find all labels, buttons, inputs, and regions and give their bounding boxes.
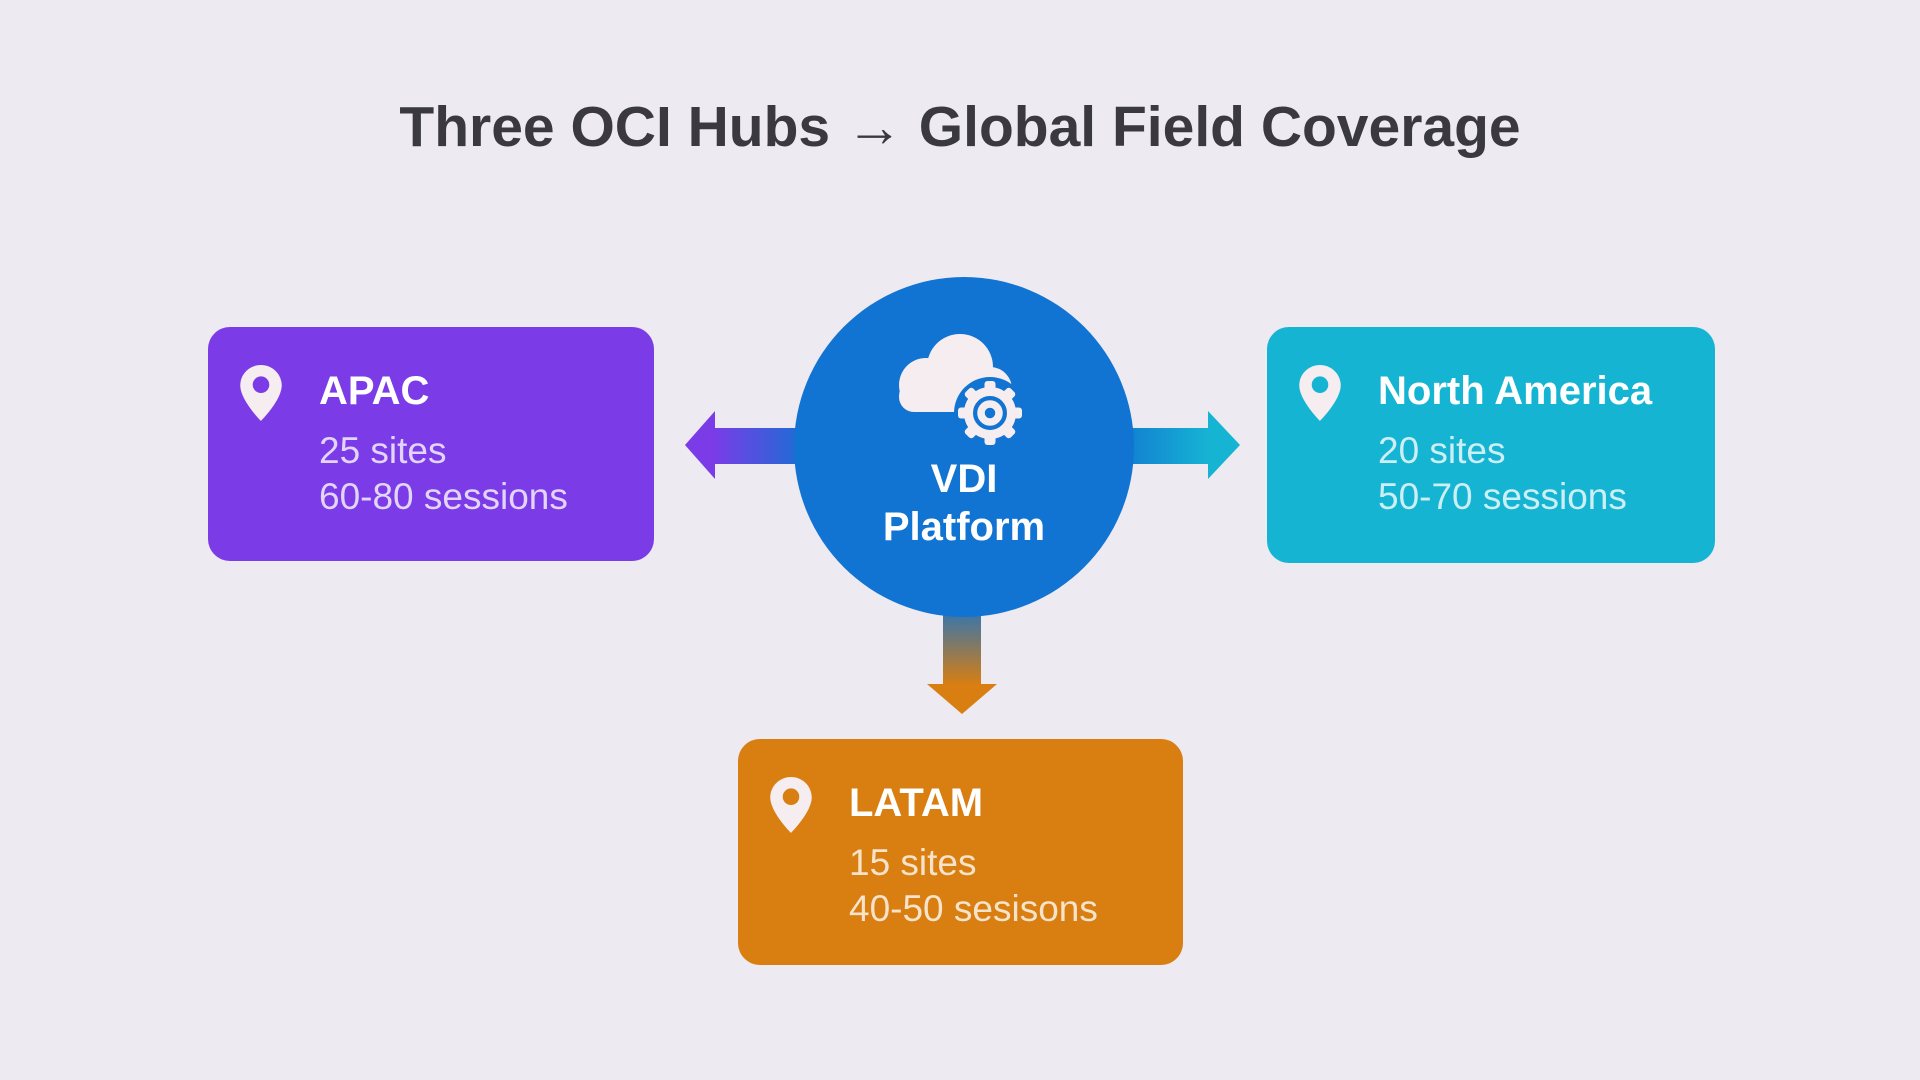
- cloud-gear-icon: [899, 334, 1026, 449]
- vdi-platform-label-line1: VDI: [930, 457, 998, 501]
- location-pin-icon: [1299, 365, 1341, 421]
- vdi-platform-label-line2: Platform: [882, 505, 1046, 549]
- hub-stats-latam: 15 sites 40-50 sesisons: [849, 840, 1098, 932]
- hub-name-apac: APAC: [319, 369, 430, 413]
- arrow-head-left-icon: [685, 411, 715, 479]
- hub-card-latam: LATAM 15 sites 40-50 sesisons: [738, 739, 1183, 965]
- hub-name-latam: LATAM: [849, 781, 984, 825]
- location-pin-icon: [770, 777, 812, 833]
- arrow-head-down-icon: [927, 684, 997, 714]
- vdi-platform-label: VDI Platform: [794, 455, 1134, 551]
- hub-card-apac: APAC 25 sites 60-80 sessions: [208, 327, 654, 561]
- hub-card-north-america: North America 20 sites 50-70 sessions: [1267, 327, 1715, 563]
- hub-sessions-apac: 60-80 sessions: [319, 476, 568, 517]
- hub-sessions-latam: 40-50 sesisons: [849, 888, 1098, 929]
- hub-sites-north-america: 20 sites: [1378, 430, 1506, 471]
- hub-sessions-north-america: 50-70 sessions: [1378, 476, 1627, 517]
- hub-stats-north-america: 20 sites 50-70 sessions: [1378, 428, 1627, 520]
- hub-sites-apac: 25 sites: [319, 430, 447, 471]
- arrow-head-right-icon: [1208, 411, 1240, 479]
- hub-stats-apac: 25 sites 60-80 sessions: [319, 428, 568, 520]
- location-pin-icon: [240, 365, 282, 421]
- hub-name-north-america: North America: [1378, 369, 1653, 413]
- vdi-platform-node: VDI Platform: [794, 277, 1134, 617]
- diagram-title: Three OCI Hubs → Global Field Coverage: [399, 95, 1521, 159]
- hub-sites-latam: 15 sites: [849, 842, 977, 883]
